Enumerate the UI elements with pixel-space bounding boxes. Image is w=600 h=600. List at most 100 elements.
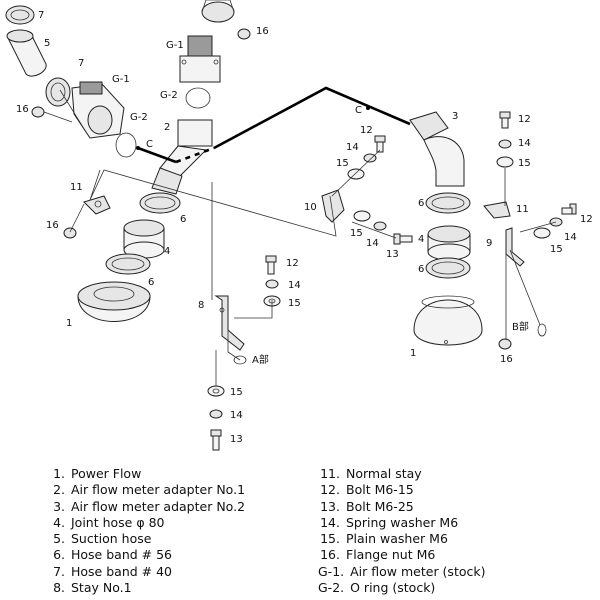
callout-16-rr: 16 — [500, 354, 513, 365]
legend-item: 13.Bolt M6-25 — [318, 499, 485, 515]
spring-washer-mid-b — [209, 409, 223, 419]
legend-text: Air flow meter adapter No.1 — [71, 482, 246, 498]
callout-14-right: 14 — [346, 142, 359, 153]
legend-item: 8.Stay No.1 — [45, 580, 245, 596]
callout-12-rr: 12 — [518, 114, 531, 125]
plain-washer-right — [347, 168, 365, 180]
power-flow-right — [413, 295, 483, 346]
spring-washer-mid — [265, 279, 279, 289]
legend-item: 6. Hose band # 56 — [45, 547, 245, 563]
callout-8: 8 — [198, 300, 204, 311]
callout-c-right: C — [355, 105, 362, 116]
legend-number: 6. — [53, 547, 65, 563]
leader-lines — [43, 89, 557, 386]
hose-band-56-left-a — [139, 192, 181, 214]
legend-number: 2. — [53, 482, 65, 498]
callout-13-right: 13 — [386, 249, 399, 260]
callout-15-mid: 15 — [288, 298, 301, 309]
legend-text: Bolt M6-15 — [346, 482, 414, 498]
bolt-m6-15-rr — [499, 111, 511, 129]
legend-item: 15. Plain washer M6 — [318, 531, 485, 547]
bolt-m6-25-right — [393, 233, 413, 245]
legend-number: 4. — [53, 514, 65, 530]
hose-band-56-right-a — [425, 192, 471, 214]
callout-6-right-a: 6 — [418, 198, 424, 209]
legend-number: 11. — [320, 466, 340, 481]
legend-item: 1.Power Flow — [45, 466, 245, 482]
callout-12-right: 12 — [360, 125, 373, 136]
spring-washer-rr — [498, 139, 512, 149]
callout-12-mid: 12 — [286, 258, 299, 269]
power-flow-left — [77, 281, 151, 322]
callout-14-rr-b: 14 — [564, 232, 577, 243]
legend-number: 3. — [53, 498, 65, 514]
stay-no2 — [321, 189, 345, 223]
callout-10: 10 — [304, 202, 317, 213]
callout-5: 5 — [44, 38, 50, 49]
legend-text: Plain washer M6 — [346, 531, 448, 547]
spring-washer-right — [363, 153, 377, 163]
callout-12-rr-b: 12 — [580, 214, 593, 225]
o-ring-mid — [185, 87, 211, 109]
legend-text: Spring washer M6 — [346, 514, 459, 530]
callout-16-left: 16 — [16, 104, 29, 115]
callout-16-mid: 16 — [256, 26, 269, 37]
callout-7: 7 — [78, 58, 84, 69]
callout-6-left-a: 6 — [180, 214, 186, 225]
callout-4-left: 4 — [164, 246, 170, 257]
callout-4-right: 4 — [418, 234, 424, 245]
flange-nut-mid — [237, 28, 251, 40]
air-flow-meter-mid — [179, 35, 221, 83]
air-flow-meter-adapter-no1 — [151, 119, 213, 195]
callout-13-mid: 13 — [230, 434, 243, 445]
legend-number: 7. — [53, 563, 65, 579]
air-flow-meter-left — [71, 81, 125, 139]
flange-nut-left-b — [63, 227, 77, 239]
legend-number: 16. — [320, 547, 340, 563]
callout-7-top: 7 — [38, 10, 44, 21]
legend-item: G-1.Air flow meter (stock) — [318, 564, 485, 580]
callout-g2-mid: G-2 — [160, 90, 178, 101]
legend-item: G-2.O ring (stock) — [318, 580, 485, 596]
legend-number: 12. — [320, 482, 340, 498]
legend-number: 14. — [320, 514, 340, 530]
callout-b: B部 — [512, 320, 529, 333]
legend-item: 3. Air flow meter adapter No.2 — [45, 499, 245, 515]
plain-washer-rr — [496, 156, 514, 168]
callout-g1-left: G-1 — [112, 74, 130, 85]
callout-15-mid-b: 15 — [230, 387, 243, 398]
callout-3: 3 — [452, 111, 458, 122]
routing-path — [136, 86, 411, 164]
flange-nut-left — [31, 106, 45, 118]
legend-text: Suction hose — [71, 531, 152, 547]
hose-band-56-left-b — [105, 253, 151, 275]
flange-nut-rr — [498, 338, 512, 350]
legend-number: 1. — [53, 466, 65, 481]
legend-text: Air flow meter adapter No.2 — [71, 498, 246, 514]
legend-text: Air flow meter (stock) — [350, 563, 486, 579]
stay-no3 — [505, 227, 525, 267]
legend-text: Stay No.1 — [71, 580, 132, 596]
legend-text: Hose band # 56 — [71, 547, 173, 563]
callout-g1-mid: G-1 — [166, 40, 184, 51]
callout-15-right-b: 15 — [350, 228, 363, 239]
legend-text: Hose band # 40 — [71, 563, 173, 579]
joint-hose-left — [123, 219, 165, 259]
parts-legend-left: 1.Power Flow 2. Air flow meter adapter No… — [45, 466, 245, 596]
plain-washer-rr-b — [533, 227, 551, 239]
bolt-m6-15-right — [374, 135, 386, 153]
legend-number: 15. — [320, 531, 340, 547]
callout-6-right-b: 6 — [418, 264, 424, 275]
b-detail — [537, 323, 547, 337]
legend-text: Joint hose φ 80 — [71, 514, 165, 530]
callout-1-right: 1 — [410, 348, 416, 359]
legend-item: 14. Spring washer M6 — [318, 515, 485, 531]
bolt-m6-25-mid — [210, 429, 222, 451]
plain-washer-mid-b — [207, 385, 225, 397]
callout-14-rr: 14 — [518, 138, 531, 149]
legend-number: 5. — [53, 531, 65, 547]
callout-15-rr-b: 15 — [550, 244, 563, 255]
callout-15-rr: 15 — [518, 158, 531, 169]
legend-number: 13. — [320, 498, 340, 514]
legend-item: 16.Flange nut M6 — [318, 547, 485, 563]
